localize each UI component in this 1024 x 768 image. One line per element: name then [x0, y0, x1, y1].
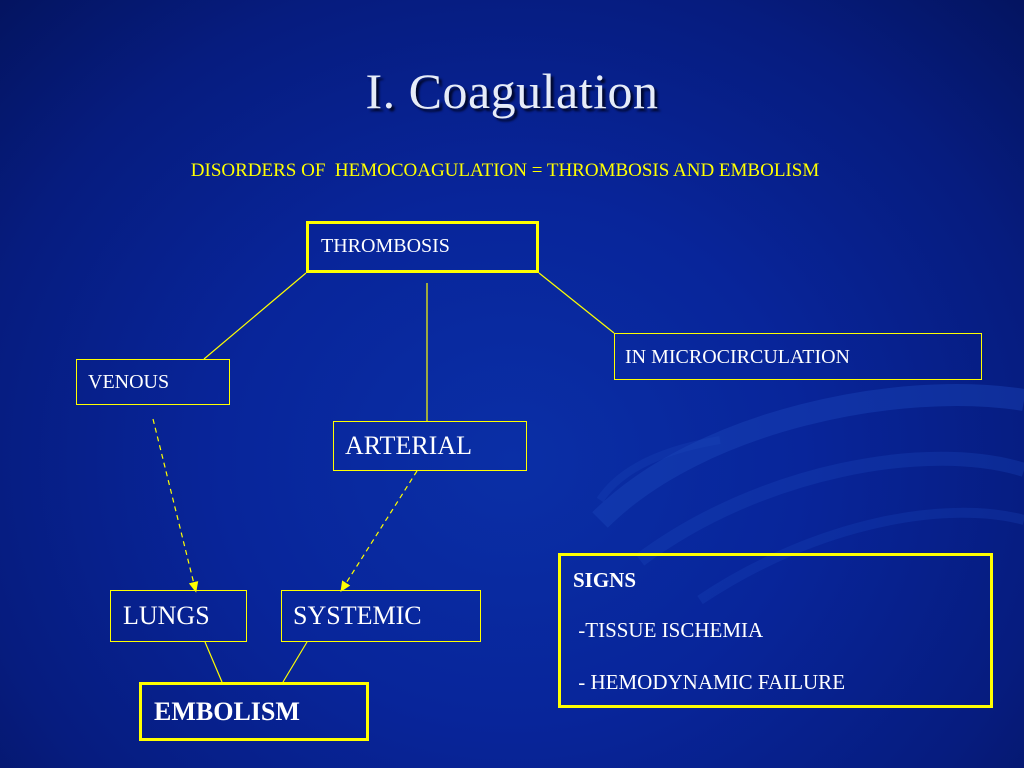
- edge-systemic-embolism: [282, 641, 308, 683]
- edge-thrombosis-venous: [203, 272, 307, 360]
- slide-title: I. Coagulation: [365, 63, 659, 119]
- node-venous-label: VENOUS: [88, 371, 170, 393]
- node-systemic-label: SYSTEMIC: [293, 601, 422, 630]
- node-embolism: EMBOLISM: [139, 682, 369, 741]
- signs-box: SIGNS -TISSUE ISCHEMIA - HEMODYNAMIC FAI…: [558, 553, 993, 708]
- node-lungs: LUNGS: [110, 590, 247, 642]
- edge-thrombosis-microcirculation: [538, 272, 615, 334]
- node-microcirculation-label: IN MICROCIRCULATION: [625, 346, 850, 368]
- node-embolism-label: EMBOLISM: [154, 697, 300, 726]
- node-lungs-label: LUNGS: [123, 601, 210, 630]
- edge-venous-lungs: [152, 418, 199, 593]
- node-venous: VENOUS: [76, 359, 230, 405]
- signs-item-tissue-ischemia: -TISSUE ISCHEMIA: [573, 618, 764, 642]
- node-thrombosis: THROMBOSIS: [306, 221, 539, 273]
- node-systemic: SYSTEMIC: [281, 590, 481, 642]
- node-microcirculation: IN MICROCIRCULATION: [614, 333, 982, 380]
- slide-subtitle: DISORDERS OF HEMOCOAGULATION = THROMBOSI…: [190, 160, 820, 181]
- signs-heading: SIGNS: [573, 568, 637, 592]
- edge-lungs-embolism: [204, 641, 223, 683]
- edge-arterial-systemic: [340, 470, 418, 593]
- signs-item-hemodynamic-failure: - HEMODYNAMIC FAILURE: [573, 670, 846, 694]
- node-arterial-label: ARTERIAL: [345, 431, 472, 460]
- node-arterial: ARTERIAL: [333, 421, 527, 471]
- node-thrombosis-label: THROMBOSIS: [321, 235, 450, 257]
